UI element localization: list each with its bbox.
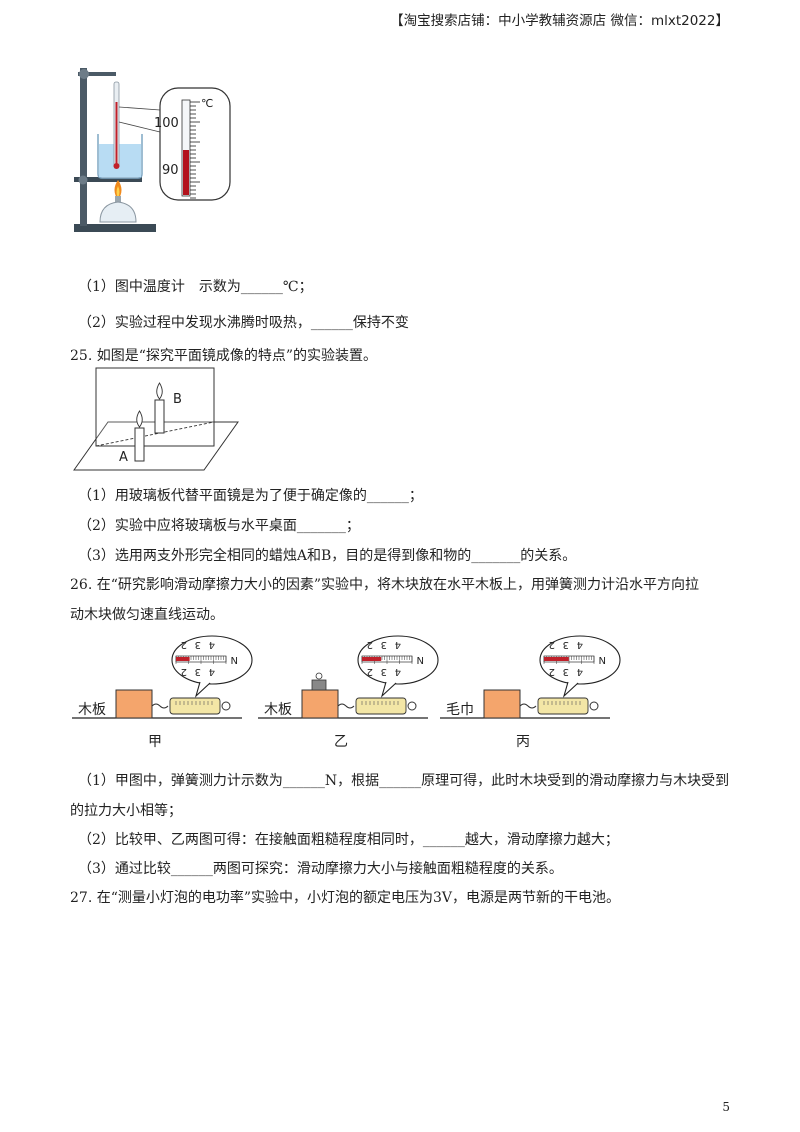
figure-caption: 甲 <box>148 734 162 750</box>
svg-text:2: 2 <box>367 639 373 650</box>
label-b: B <box>173 392 182 407</box>
svg-text:N: N <box>417 654 424 665</box>
ring-support <box>74 177 142 182</box>
candle-b <box>154 399 165 434</box>
svg-text:2: 2 <box>549 666 555 677</box>
thermo-liquid <box>183 150 189 195</box>
svg-text:3: 3 <box>195 639 201 650</box>
scale-indicator <box>544 657 569 661</box>
wood-block <box>115 689 153 719</box>
stand-base <box>74 224 156 232</box>
svg-text:3: 3 <box>381 666 387 677</box>
svg-text:4: 4 <box>395 639 401 650</box>
q26-sub1-line1: （1）甲图中，弹簧测力计示数为______N，根据______原理可得，此时木块… <box>78 773 730 789</box>
thermometer-magnified-view <box>159 87 231 201</box>
svg-text:3: 3 <box>563 639 569 650</box>
svg-text:2: 2 <box>549 639 555 650</box>
q24-sub1: （1）图中温度计 示数为______℃； <box>78 279 313 295</box>
stand-rod <box>80 68 87 226</box>
svg-text:3: 3 <box>563 666 569 677</box>
candle-a <box>134 427 145 462</box>
weight <box>311 679 327 691</box>
label-a: A <box>119 450 128 465</box>
surface-label: 木板 <box>78 702 106 718</box>
svg-text:2: 2 <box>181 639 187 650</box>
q26-sub3: （3）通过比较______两图可探究：滑动摩擦力大小与接触面粗糙程度的关系。 <box>78 861 563 877</box>
thermo-tick-90: 90 <box>162 163 179 178</box>
svg-text:3: 3 <box>381 639 387 650</box>
q26-sub1-line2: 的拉力大小相等； <box>70 803 182 819</box>
q25-sub2: （2）实验中应将玻璃板与水平桌面_______； <box>78 518 360 534</box>
svg-text:2: 2 <box>367 666 373 677</box>
surface-label: 毛巾 <box>446 702 474 718</box>
q27-stem: 27. 在“测量小灯泡的电功率”实验中，小灯泡的额定电压为3V，电源是两节新的干… <box>70 890 621 906</box>
scale-indicator <box>362 657 382 661</box>
scale-indicator <box>176 657 190 661</box>
q24-sub2: （2）实验过程中发现水沸腾时吸热，______保持不变 <box>78 315 409 331</box>
page-header: 【淘宝搜索店铺：中小学教辅资源店 微信：mlxt2022】 <box>390 13 729 29</box>
spring-scale <box>537 697 589 715</box>
svg-text:4: 4 <box>577 639 583 650</box>
svg-text:3: 3 <box>195 666 201 677</box>
boiling-water-figure: ℃ 100 90 <box>74 68 231 232</box>
q25-stem: 25. 如图是“探究平面镜成像的特点”的实验装置。 <box>70 348 378 364</box>
svg-text:4: 4 <box>209 666 215 677</box>
candle-b-flame <box>156 382 163 400</box>
svg-text:N: N <box>231 654 238 665</box>
q26-stem-line1: 26. 在“研究影响滑动摩擦力大小的因素”实验中，将木块放在水平木板上，用弹簧测… <box>70 577 700 593</box>
alcohol-lamp <box>99 201 137 223</box>
svg-text:2: 2 <box>181 666 187 677</box>
svg-text:4: 4 <box>577 666 583 677</box>
thermo-unit: ℃ <box>201 97 213 110</box>
spring-scale <box>355 697 407 715</box>
water <box>99 144 141 177</box>
figure-caption: 丙 <box>516 734 530 750</box>
spring-scale <box>169 697 221 715</box>
svg-text:N: N <box>599 654 606 665</box>
q26-sub2: （2）比较甲、乙两图可得：在接触面粗糙程度相同时，______越大，滑动摩擦力越… <box>78 832 619 848</box>
q25-sub1: （1）用玻璃板代替平面镜是为了便于确定像的______； <box>78 488 423 504</box>
svg-text:4: 4 <box>395 666 401 677</box>
wood-block <box>301 689 339 719</box>
q26-stem-line2: 动木块做匀速直线运动。 <box>70 607 224 623</box>
plane-mirror-figure: B A <box>73 367 239 471</box>
surface-label: 木板 <box>264 702 292 718</box>
svg-text:4: 4 <box>209 639 215 650</box>
thermo-tick-100: 100 <box>154 116 179 131</box>
page-number: 5 <box>722 1100 730 1114</box>
q25-sub3: （3）选用两支外形完全相同的蜡烛A和B，目的是得到像和物的_______的关系。 <box>78 548 577 564</box>
wood-block <box>483 689 521 719</box>
figure-caption: 乙 <box>334 734 348 750</box>
candle-a-flame <box>136 410 143 428</box>
